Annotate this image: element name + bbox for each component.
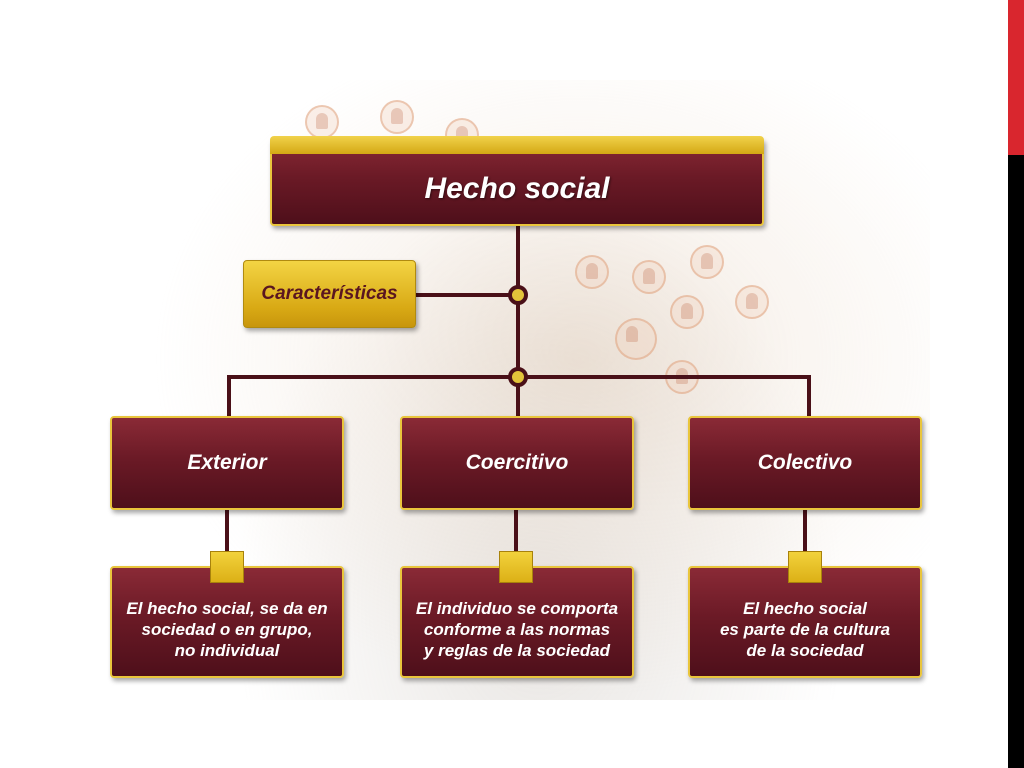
connector-square-center (499, 551, 533, 583)
diagram-title: Hecho social (424, 172, 610, 205)
title-gold-bar (270, 136, 764, 154)
connector-node-feature (508, 285, 528, 305)
description-box-colectivo: El hecho social es parte de la cultura d… (688, 566, 922, 678)
connector-branch-left (227, 375, 231, 417)
connector-square-left (210, 551, 244, 583)
person-icon (690, 245, 724, 279)
person-icon (735, 285, 769, 319)
connector-desc-right (803, 508, 807, 552)
edge-accent-black (1008, 155, 1024, 768)
person-icon (575, 255, 609, 289)
person-icon (380, 100, 414, 134)
category-label: Coercitivo (465, 451, 569, 474)
connector-feature (414, 293, 518, 297)
connector-desc-left (225, 508, 229, 552)
description-text: El hecho social, se da en sociedad o en … (126, 598, 328, 660)
description-text: El hecho social es parte de la cultura d… (719, 598, 891, 660)
category-label: Colectivo (757, 451, 853, 474)
description-box-exterior: El hecho social, se da en sociedad o en … (110, 566, 344, 678)
feature-label: Características (261, 283, 398, 304)
category-box-colectivo: Colectivo (688, 416, 922, 510)
description-text: El individuo se comporta conforme a las … (415, 598, 619, 660)
connector-branch-right (807, 375, 811, 417)
person-icon (305, 105, 339, 139)
connector-node-branch (508, 367, 528, 387)
category-box-exterior: Exterior (110, 416, 344, 510)
edge-accent-red (1008, 0, 1024, 155)
category-label: Exterior (187, 451, 267, 474)
connector-desc-center (514, 508, 518, 552)
connector-trunk (516, 224, 520, 416)
feature-label-box: Características (243, 260, 416, 328)
person-icon (615, 318, 657, 360)
category-box-coercitivo: Coercitivo (400, 416, 634, 510)
person-icon (632, 260, 666, 294)
person-icon (670, 295, 704, 329)
connector-square-right (788, 551, 822, 583)
